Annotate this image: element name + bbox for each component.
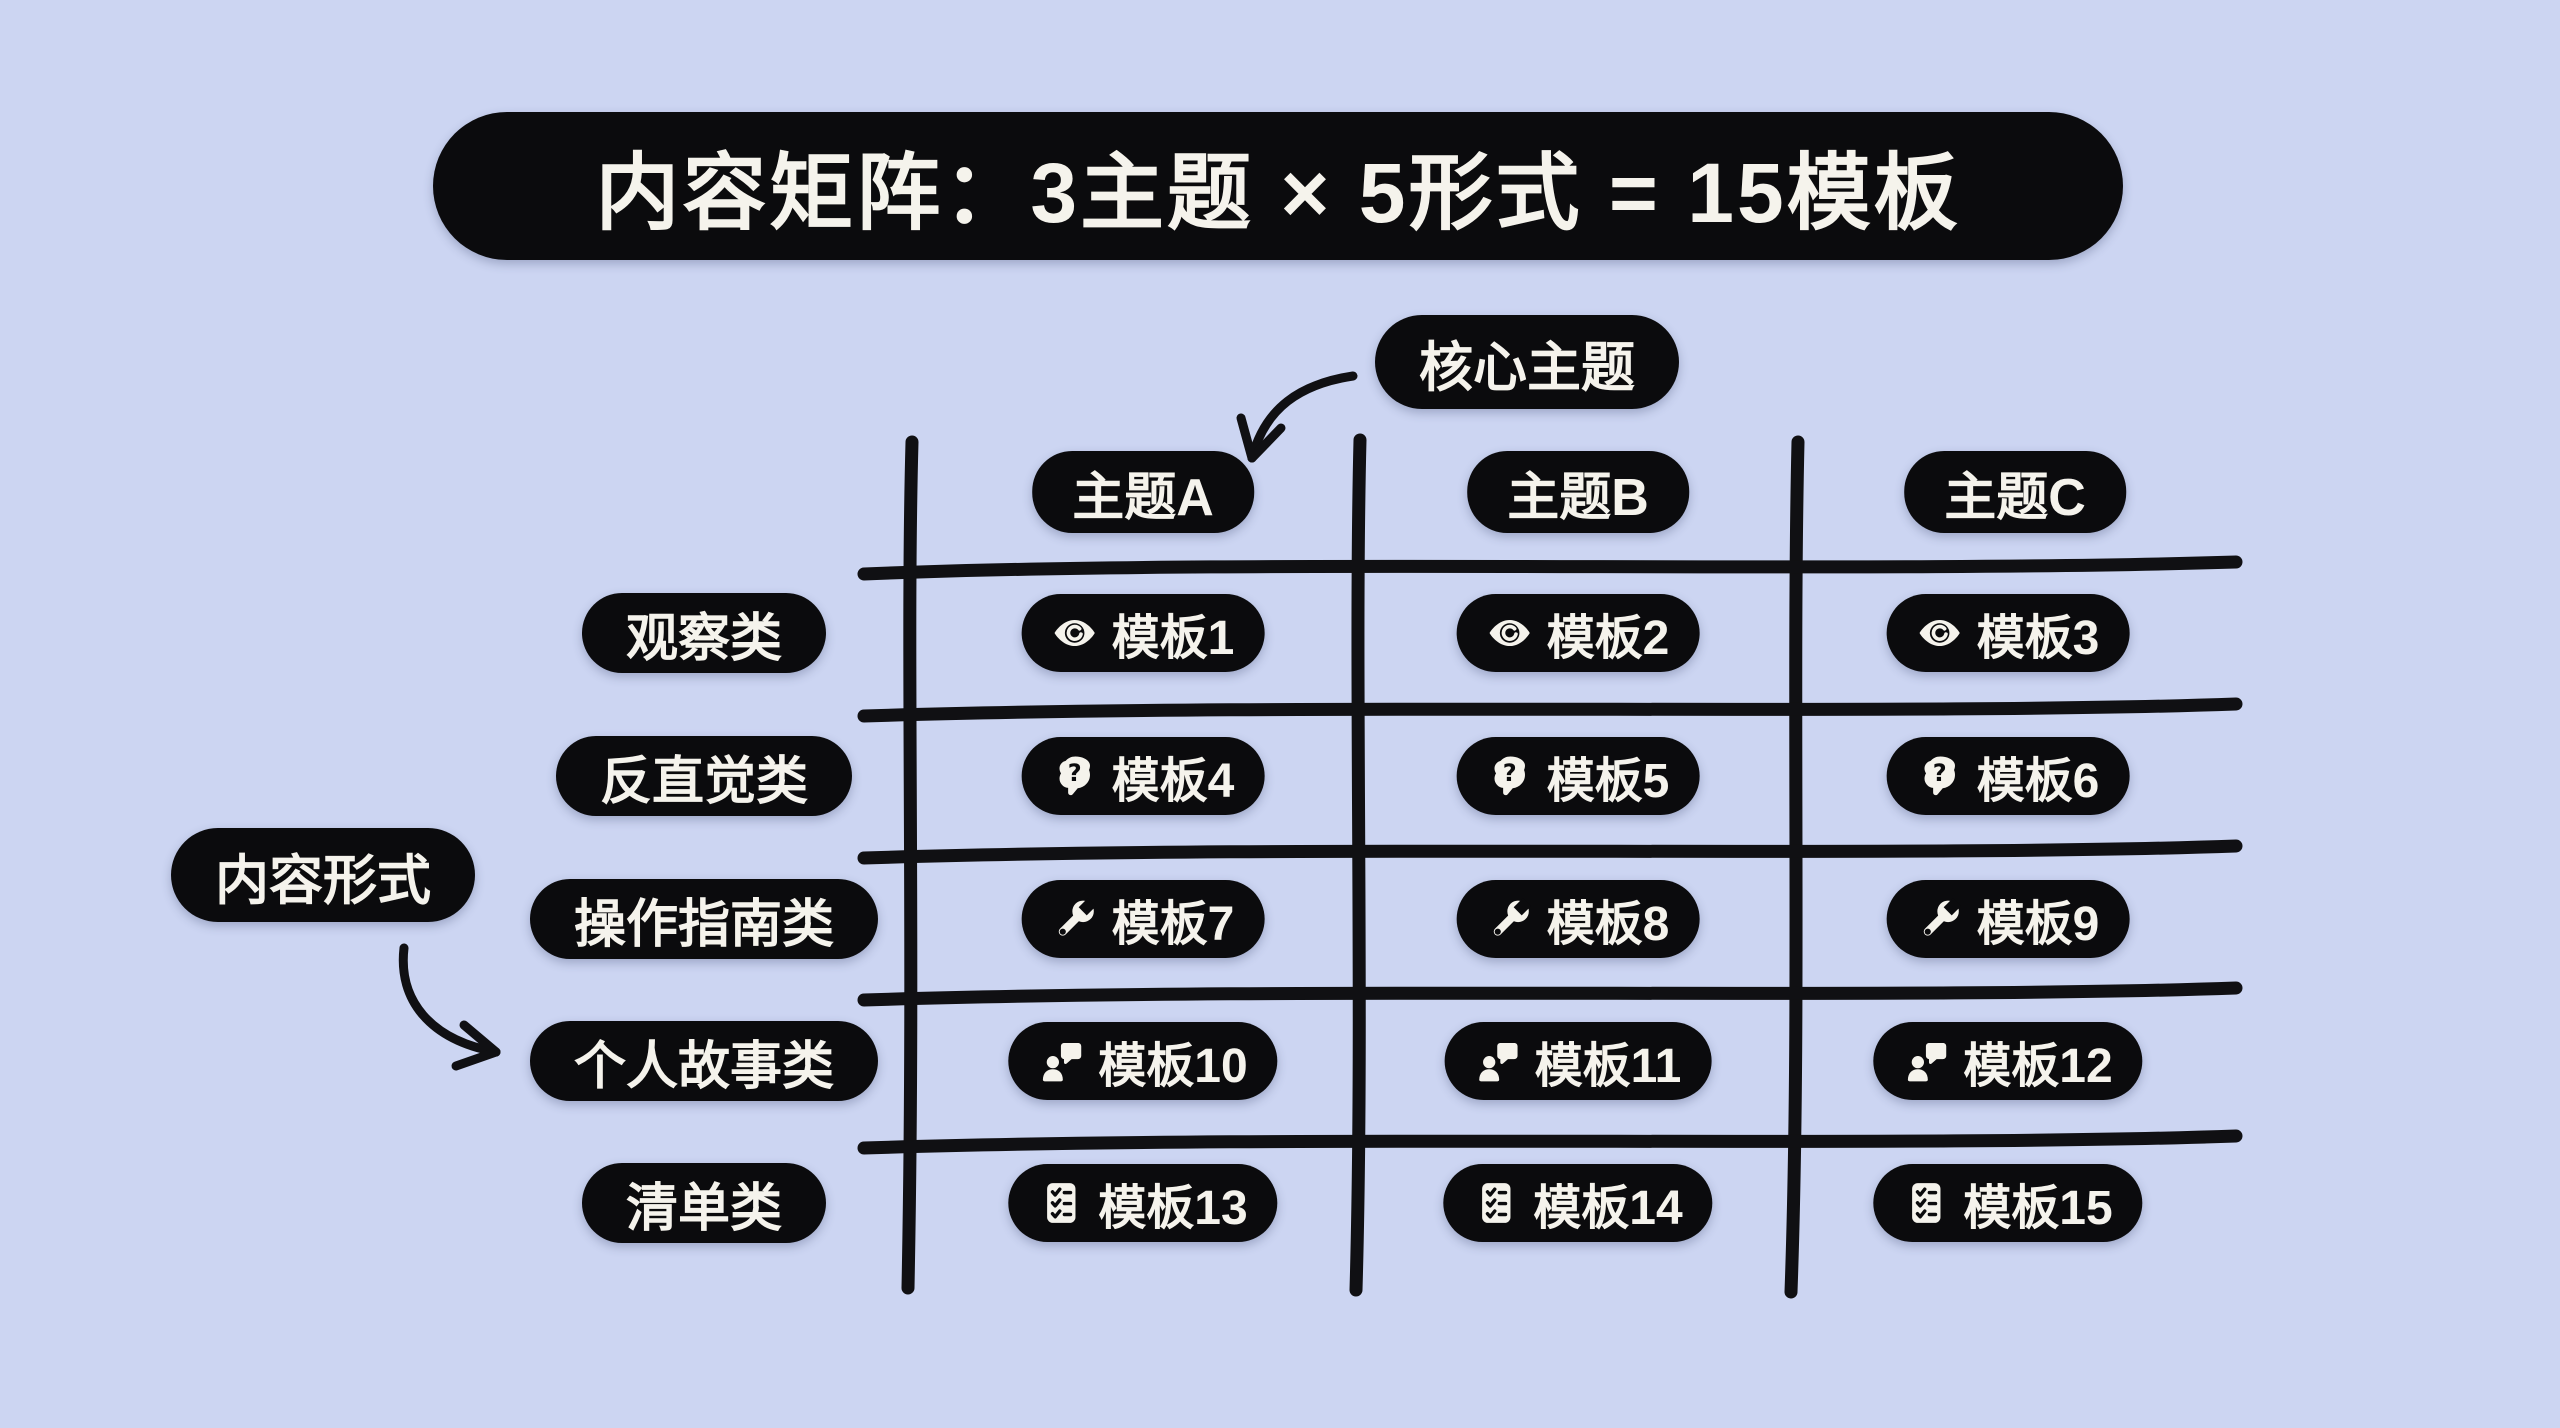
grid-vertical-line-1 xyxy=(901,435,919,1295)
cell-label: 模板4 xyxy=(1111,755,1235,808)
cell-label: 模板5 xyxy=(1546,755,1670,808)
row-label-checklist: 清单类 xyxy=(581,1163,827,1243)
cell-template-3: 模板3 xyxy=(1886,594,2130,672)
arrow-to-column-headers xyxy=(1236,371,1358,463)
core-theme-callout: 核心主题 xyxy=(1375,315,1679,409)
brain-question-icon: ? xyxy=(1059,756,1090,796)
cell-label: 模板12 xyxy=(1963,1040,2113,1093)
brain-question-icon: ? xyxy=(1924,756,1955,796)
cell-label: 模板9 xyxy=(1976,898,2100,951)
cell-template-2: 模板2 xyxy=(1456,594,1700,672)
column-header-theme-c: 主题C xyxy=(1904,451,2126,533)
cell-template-10: 模板10 xyxy=(1008,1022,1278,1100)
row-label-observation: 观察类 xyxy=(581,593,827,673)
wrench-icon xyxy=(1923,897,1962,936)
svg-text:?: ? xyxy=(1068,759,1082,787)
cell-template-11: 模板11 xyxy=(1444,1022,1712,1100)
cell-template-8: 模板8 xyxy=(1456,880,1700,958)
wrench-icon xyxy=(1058,897,1097,936)
cell-label: 模板14 xyxy=(1533,1182,1683,1235)
cell-label: 模板11 xyxy=(1534,1040,1682,1093)
row-label-personal-story: 个人故事类 xyxy=(529,1021,879,1101)
wrench-icon xyxy=(1493,897,1532,936)
cell-label: 模板15 xyxy=(1963,1182,2113,1235)
content-format-callout: 内容形式 xyxy=(171,828,475,922)
brain-question-icon: ? xyxy=(1494,756,1525,796)
person-speech-icon xyxy=(1907,1042,1947,1082)
cell-label: 模板7 xyxy=(1111,898,1235,951)
checklist-icon xyxy=(1912,1183,1941,1223)
grid-horizontal-line-4 xyxy=(857,981,2243,1007)
column-header-theme-b: 主题B xyxy=(1467,451,1689,533)
cell-label: 模板6 xyxy=(1976,755,2100,808)
cell-template-6: ? 模板6 xyxy=(1886,737,2130,815)
grid-horizontal-line-5 xyxy=(857,1129,2243,1155)
cell-template-4: ? 模板4 xyxy=(1021,737,1265,815)
cell-template-14: 模板14 xyxy=(1443,1164,1713,1242)
cell-label: 模板13 xyxy=(1098,1182,1248,1235)
row-label-counterintuitive: 反直觉类 xyxy=(555,736,853,816)
checklist-icon xyxy=(1047,1183,1076,1223)
person-speech-icon xyxy=(1042,1042,1082,1082)
grid-horizontal-line-3 xyxy=(857,839,2243,865)
cell-template-13: 模板13 xyxy=(1008,1164,1278,1242)
column-header-theme-a: 主题A xyxy=(1032,451,1254,533)
cell-label: 模板2 xyxy=(1546,612,1670,665)
cell-template-1: 模板1 xyxy=(1021,594,1265,672)
eye-icon xyxy=(1054,619,1095,647)
cell-label: 模板10 xyxy=(1098,1040,1248,1093)
row-label-howto-guide: 操作指南类 xyxy=(529,879,879,959)
cell-label: 模板1 xyxy=(1111,612,1235,665)
cell-template-5: ? 模板5 xyxy=(1456,737,1700,815)
person-speech-icon xyxy=(1479,1042,1518,1082)
cell-label: 模板8 xyxy=(1546,898,1670,951)
page-title: 内容矩阵：3主题 × 5形式 = 15模板 xyxy=(433,112,2123,260)
eye-icon xyxy=(1919,619,1960,647)
eye-icon xyxy=(1489,619,1530,647)
arrow-to-row-labels xyxy=(398,943,501,1071)
cell-template-15: 模板15 xyxy=(1873,1164,2143,1242)
grid-vertical-line-3 xyxy=(1784,435,1805,1299)
grid-horizontal-line-2 xyxy=(857,697,2243,723)
checklist-icon xyxy=(1482,1183,1511,1223)
cell-label: 模板3 xyxy=(1976,612,2100,665)
grid-horizontal-line-1 xyxy=(857,555,2243,581)
cell-template-7: 模板7 xyxy=(1021,880,1265,958)
cell-template-9: 模板9 xyxy=(1886,880,2130,958)
svg-text:?: ? xyxy=(1503,759,1517,787)
cell-template-12: 模板12 xyxy=(1873,1022,2143,1100)
svg-text:?: ? xyxy=(1933,759,1947,787)
